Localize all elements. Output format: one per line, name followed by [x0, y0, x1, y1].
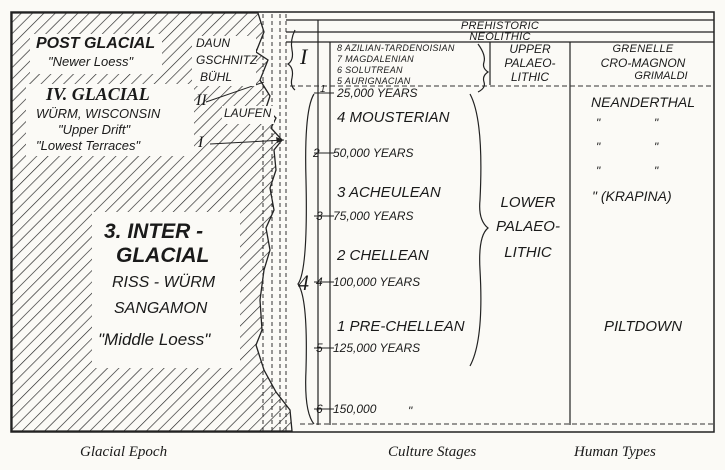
- years-label-1: 25,000 YEARS: [337, 86, 418, 100]
- ditto-2b: ": [654, 140, 659, 154]
- interglacial-line4: SANGAMON: [114, 300, 208, 317]
- upper-stage-7: 7 MAGDALENIAN: [337, 54, 414, 64]
- human-piltdown: PILTDOWN: [603, 318, 683, 335]
- years-num-3: 3: [316, 209, 323, 223]
- caption-glacial-epoch: Glacial Epoch: [80, 444, 168, 460]
- stage-pre-chellean: 1 PRE-CHELLEAN: [337, 318, 465, 335]
- upper-palaeo-1: UPPER: [509, 42, 551, 56]
- years-num-4: 4: [316, 275, 323, 289]
- years-label-5: 125,000 YEARS: [333, 341, 421, 355]
- years-label-2: 50,000 YEARS: [333, 146, 414, 160]
- interglacial-line3: RISS - WÜRM: [112, 274, 216, 291]
- years-label-4: 100,000 YEARS: [333, 275, 421, 289]
- post-glacial-title: POST GLACIAL: [36, 35, 156, 52]
- neolithic-label: NEOLITHIC: [469, 31, 531, 43]
- stage-num-4: 4: [298, 270, 309, 295]
- stage-mousterian: 4 MOUSTERIAN: [337, 109, 450, 126]
- upper-stage-5: 5 AURIGNACIAN: [337, 76, 411, 86]
- years-label-6: 150,000: [333, 402, 377, 416]
- human-neanderthal: NEANDERTHAL: [591, 94, 695, 110]
- glacial-iv-line3: "Lowest Terraces": [36, 138, 141, 153]
- years-num-6: 6: [316, 402, 323, 416]
- gschnitz-label: GSCHNITZ: [196, 53, 258, 67]
- ditto-150: ": [408, 404, 413, 418]
- prehistoric-label: PREHISTORIC: [460, 20, 540, 32]
- post-glacial-box: [30, 34, 162, 74]
- roman-i-label: I: [198, 134, 204, 151]
- human-krapina: " (KRAPINA): [592, 188, 672, 204]
- lower-palaeo-3: LITHIC: [504, 244, 552, 261]
- years-label-3: 75,000 YEARS: [333, 209, 414, 223]
- roman-ii-label: II: [196, 92, 207, 109]
- stage-chellean: 2 CHELLEAN: [337, 247, 429, 264]
- outer-frame: [10, 11, 715, 433]
- bracket-lower: [469, 93, 489, 367]
- interglacial-line1: 3. INTER -: [104, 220, 204, 243]
- laufen-label: LAUFEN: [224, 106, 272, 120]
- upper-palaeo-2: PALAEO-: [504, 56, 556, 70]
- ditto-3a: ": [596, 164, 601, 178]
- stage-box: [192, 36, 256, 86]
- stage-roman-i: I: [300, 44, 308, 69]
- glacial-iv-title: IV. GLACIAL: [46, 84, 150, 104]
- stage-acheulean: 3 ACHEULEAN: [337, 184, 441, 201]
- ditto-3b: ": [654, 164, 659, 178]
- laufen-box: [222, 106, 274, 124]
- post-glacial-sub: "Newer Loess": [48, 54, 134, 69]
- bracket-4: [297, 93, 315, 425]
- years-num-2: 2: [313, 146, 320, 160]
- human-grimaldi: GRIMALDI: [634, 70, 688, 82]
- bracket-upper: [477, 43, 490, 93]
- glacial-iv-box: [26, 84, 194, 156]
- years-num-5: 5: [316, 341, 323, 355]
- human-cro-magnon: CRO-MAGNON: [600, 56, 686, 70]
- ditto-2a: ": [596, 140, 601, 154]
- upper-stage-6: 6 SOLUTREAN: [337, 65, 403, 75]
- caption-human-types: Human Types: [574, 444, 656, 460]
- bracket-i: [286, 29, 296, 91]
- lower-palaeo-1: LOWER: [500, 194, 556, 211]
- interglacial-line2: GLACIAL: [116, 244, 210, 267]
- daun-label: DAUN: [196, 36, 231, 50]
- human-grenelle: GRENELLE: [612, 43, 674, 55]
- upper-palaeo-3: LITHIC: [510, 70, 549, 84]
- interglacial-line5: "Middle Loess": [98, 330, 211, 349]
- upper-stage-8: 8 AZILIAN-TARDENOISIAN: [337, 43, 455, 53]
- caption-culture-stages: Culture Stages: [388, 444, 477, 460]
- ditto-1b: ": [654, 116, 659, 130]
- interglacial-box: [92, 212, 240, 368]
- glacial-iv-line2: "Upper Drift": [58, 122, 131, 137]
- arrow-i: [209, 139, 285, 145]
- years-num-1: 1: [320, 84, 326, 95]
- buhl-label: BÜHL: [200, 70, 233, 84]
- ditto-1a: ": [596, 116, 601, 130]
- glacial-iv-line1: WÜRM, WISCONSIN: [36, 106, 161, 121]
- lower-palaeo-2: PALAEO-: [496, 218, 560, 235]
